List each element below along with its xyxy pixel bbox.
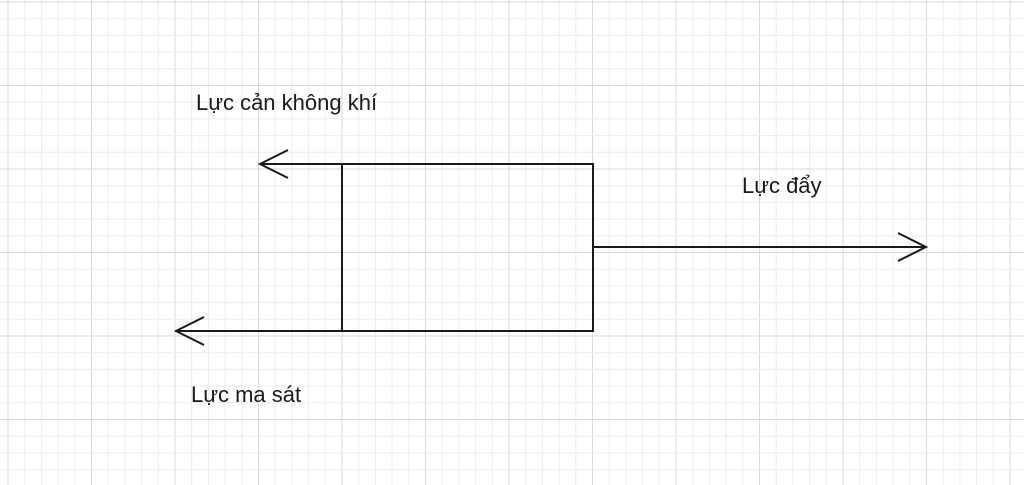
friction-label: Lực ma sát [191,382,301,407]
air-resistance-arrowhead [257,149,289,179]
push-force-arrowhead [897,232,929,262]
push-force-label: Lực đẩy [742,173,822,198]
air-resistance-label: Lực cản không khí [196,90,377,115]
friction-arrowhead [173,316,205,346]
block [341,163,594,332]
push-force-arrow [593,232,929,262]
friction-arrow [173,316,342,346]
air-resistance-arrow [257,149,342,179]
